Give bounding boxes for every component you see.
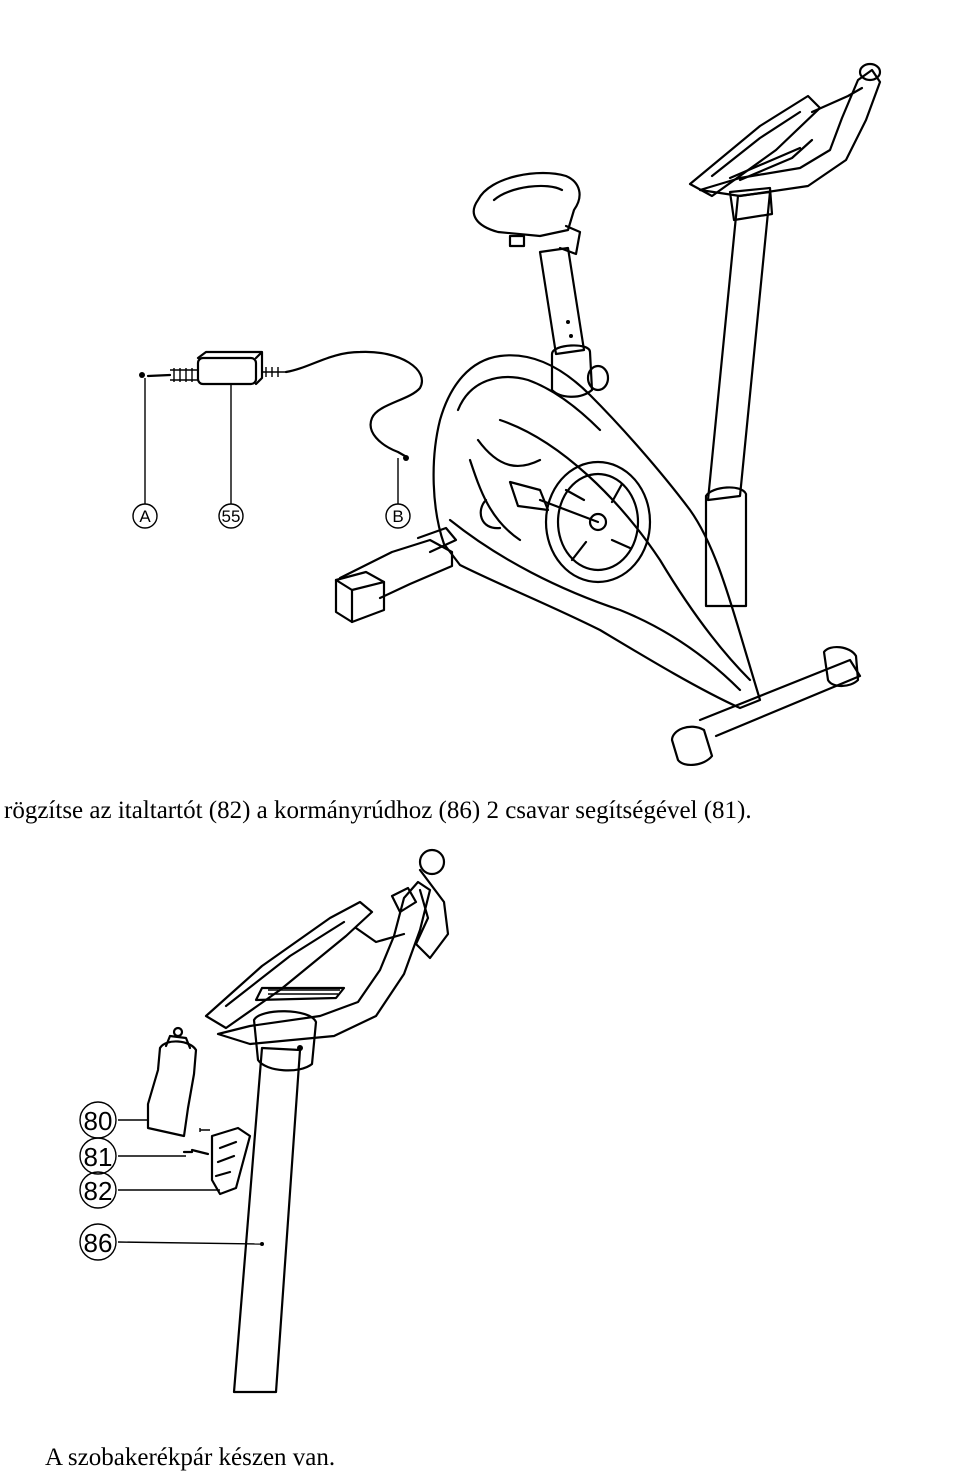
callout-a-label: A <box>139 507 151 526</box>
callout-81: 81 <box>79 1137 117 1175</box>
bike-drawing: A 55 B <box>132 62 882 766</box>
bottle-holder <box>182 1126 252 1196</box>
front-stabilizer <box>334 526 458 624</box>
handlebar-assembly <box>688 62 882 608</box>
callout-82: 82 <box>79 1171 117 1209</box>
completion-message: A szobakerékpár készen van. <box>45 1444 336 1471</box>
callout-81-label: 81 <box>84 1142 113 1172</box>
console-and-handlebar <box>204 848 450 1046</box>
callout-82-label: 82 <box>84 1176 113 1206</box>
bike-assembly-figure: A 55 B <box>132 62 882 766</box>
callout-86: 86 <box>79 1223 117 1261</box>
callout-55-label: 55 <box>222 507 241 526</box>
callout-80: 80 <box>79 1101 117 1139</box>
sensor-cable <box>139 350 423 461</box>
water-bottle <box>146 1026 198 1138</box>
callout-b-label: B <box>392 507 403 526</box>
callout-80-label: 80 <box>84 1106 113 1136</box>
assembly-instruction: rögzítse az italtartót (82) a kormányrúd… <box>4 797 752 824</box>
callout-86-label: 86 <box>84 1228 113 1258</box>
bottle-holder-drawing: 80 81 82 86 <box>79 848 450 1394</box>
bottle-holder-figure: 80 81 82 86 <box>0 838 960 1408</box>
handlebar-post <box>232 1046 302 1394</box>
bike-frame <box>432 354 862 766</box>
callout-55: 55 <box>218 503 244 529</box>
seat-assembly <box>472 171 610 398</box>
callout-a: A <box>132 503 158 529</box>
callout-b: B <box>385 503 411 529</box>
